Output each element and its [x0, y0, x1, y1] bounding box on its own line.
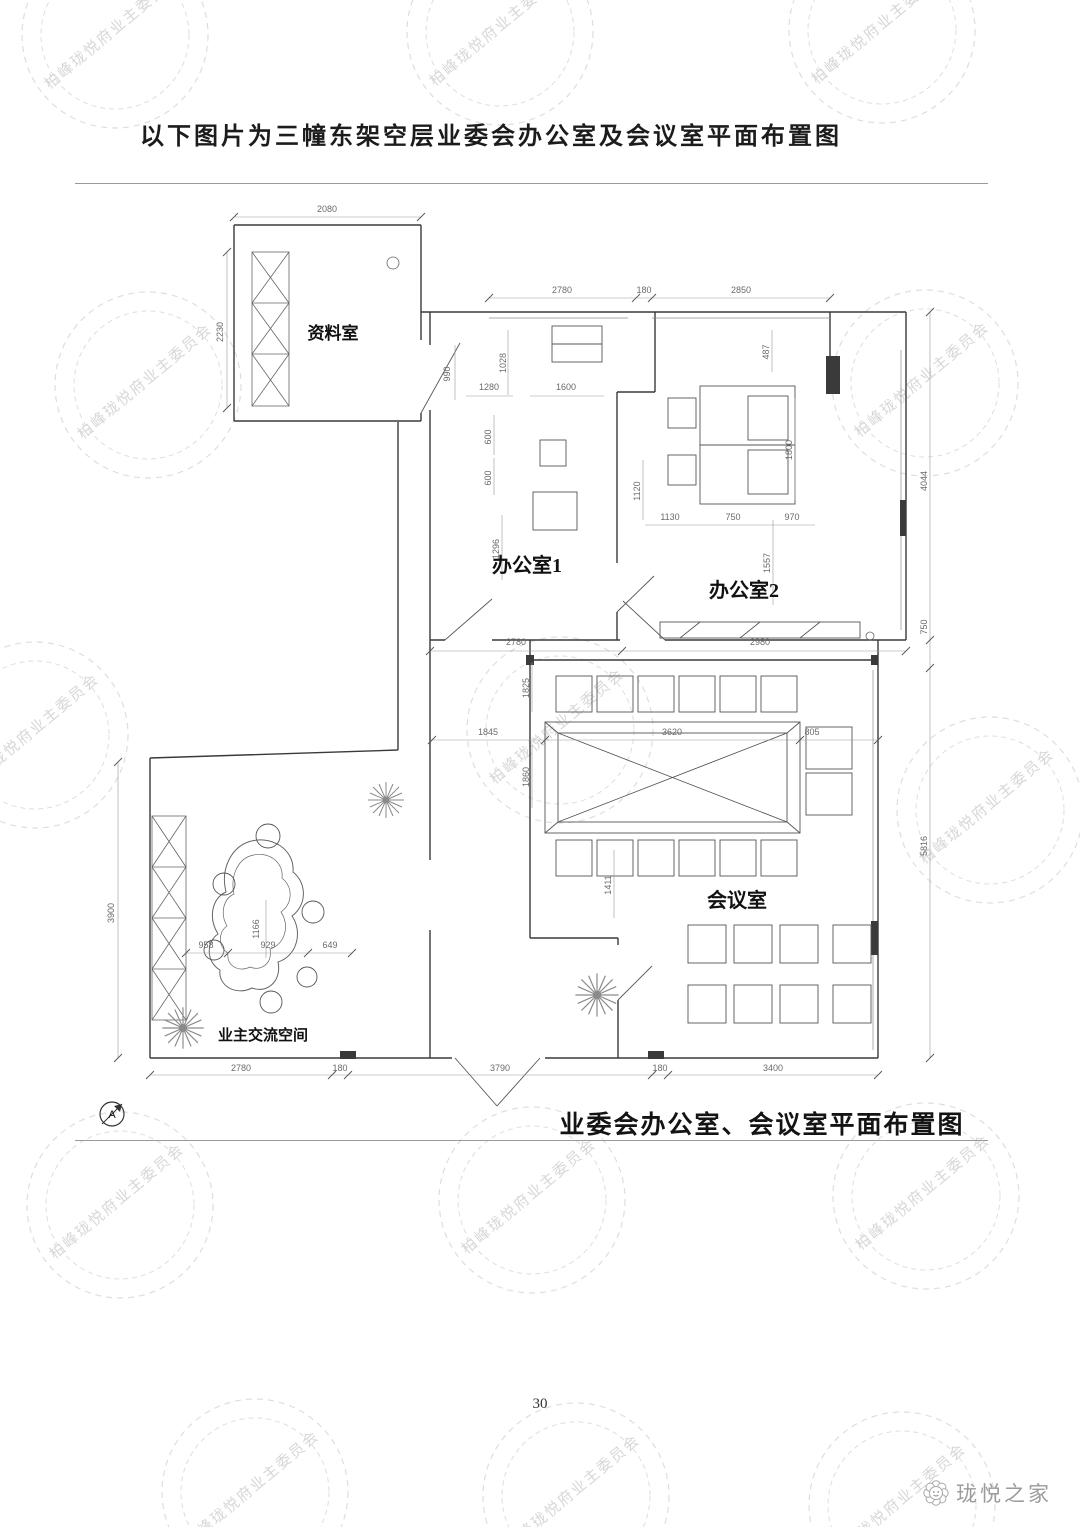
dim-label: 2080 [317, 204, 337, 214]
room-label-office2: 办公室2 [709, 578, 779, 602]
dim-label: 5816 [919, 836, 929, 856]
dim-label: 929 [260, 940, 275, 950]
dim-label: 1845 [478, 727, 498, 737]
watermark-text: 柏峰珑悦府业主委员会 [809, 0, 950, 88]
room-label-meeting: 会议室 [707, 888, 767, 912]
dim-label: 1166 [251, 919, 261, 938]
dim-label: 1800 [784, 440, 794, 460]
dim-label: 1120 [632, 481, 642, 500]
divider-bottom [75, 1140, 988, 1141]
divider-top [75, 183, 988, 184]
watermark-text: 柏峰珑悦府业主委员会 [487, 665, 628, 787]
dim-label: 1028 [498, 353, 508, 373]
watermark-text: 柏峰珑悦府业主委员会 [42, 0, 183, 93]
dim-label: 1411 [603, 875, 613, 894]
exchange-column-hatch [151, 815, 187, 1021]
dim-label: 750 [919, 619, 929, 634]
watermark-text: 柏峰珑悦府业主委员会 [75, 320, 216, 442]
tree-icon [161, 1006, 205, 1050]
dim-label: 1860 [521, 767, 531, 787]
glazing-lines [489, 317, 902, 1050]
brand-footer: 珑悦之家 [922, 1478, 1052, 1508]
door-lines [420, 342, 666, 1107]
north-arrow: A [99, 1101, 125, 1127]
dim-label: 2780 [506, 637, 526, 647]
dim-label: 3900 [106, 903, 116, 923]
dim-label: 1280 [479, 382, 499, 392]
walls-path [149, 224, 907, 1059]
watermark-text: 柏峰珑悦府业主委员会 [853, 1131, 994, 1253]
watermark-text: 柏峰珑悦府业主委员会 [47, 1140, 188, 1262]
dim-label: 3620 [662, 727, 682, 737]
dim-label: 958 [198, 940, 213, 950]
dim-label: 1130 [660, 512, 679, 522]
dim-label: 4044 [919, 471, 929, 491]
watermark-text: 柏峰珑悦府业主委员会 [427, 0, 568, 90]
dimension-labels: 2080 2780 180 2850 2230 990 1028 1280 16… [106, 204, 929, 1073]
dim-label: 3400 [763, 1063, 783, 1073]
dim-label: 180 [636, 285, 651, 295]
page-number: 30 [532, 1396, 548, 1412]
tree-icon [574, 972, 620, 1018]
watermark-text: 柏峰珑悦府业主委员会 [503, 1431, 644, 1527]
north-letter: A [108, 1109, 116, 1121]
room-labels: 资料室 办公室1 办公室2 会议室 业主交流空间 [218, 323, 779, 1044]
dimension-ticks [113, 212, 935, 1080]
dim-label: 2780 [552, 285, 572, 295]
dim-label: 750 [725, 512, 740, 522]
wall-piers [340, 356, 906, 1059]
tree-icon [367, 781, 405, 819]
dim-label: 970 [784, 512, 799, 522]
dimension-lines [117, 216, 931, 1076]
dim-label: 1600 [556, 382, 576, 392]
dim-label: 600 [483, 470, 493, 485]
dim-label: 3790 [490, 1063, 510, 1073]
room-label-office1: 办公室1 [492, 553, 562, 577]
room-label-archive: 资料室 [308, 323, 359, 343]
watermark-text: 柏峰珑悦府业主委员会 [0, 670, 103, 792]
dim-label: 600 [483, 429, 493, 444]
brand-logo-icon [923, 1480, 949, 1506]
archive-shelf-hatch [251, 251, 875, 641]
dim-label: 805 [804, 727, 819, 737]
dim-label: 649 [322, 940, 337, 950]
furniture [532, 325, 872, 1024]
dim-label: 2780 [231, 1063, 251, 1073]
dim-label: 1296 [491, 539, 501, 559]
dim-label: 2980 [750, 637, 770, 647]
watermark-text: 柏峰珑悦府业主委员会 [182, 1427, 323, 1527]
page-title: 以下图片为三幢东架空层业委会办公室及会议室平面布置图 [140, 124, 842, 150]
dim-label: 990 [442, 366, 452, 381]
dim-label: 2230 [215, 322, 225, 342]
brand-name: 珑悦之家 [956, 1482, 1052, 1506]
landscape-pond [208, 839, 304, 992]
stool-circles [203, 823, 325, 1014]
dim-label: 180 [652, 1063, 667, 1073]
plan-caption: 业委会办公室、会议室平面布置图 [559, 1110, 964, 1139]
watermark-text: 柏峰珑悦府业主委员会 [459, 1135, 600, 1257]
dim-label: 1825 [521, 678, 531, 698]
dim-label: 2850 [731, 285, 751, 295]
dim-label: 180 [332, 1063, 347, 1073]
watermark-text: 柏峰珑悦府业主委员会 [917, 745, 1058, 867]
dim-label: 487 [761, 344, 771, 359]
watermark-text: 柏峰珑悦府业主委员会 [852, 318, 993, 440]
room-label-exchange: 业主交流空间 [218, 1026, 308, 1044]
dim-label: 1557 [762, 553, 772, 573]
